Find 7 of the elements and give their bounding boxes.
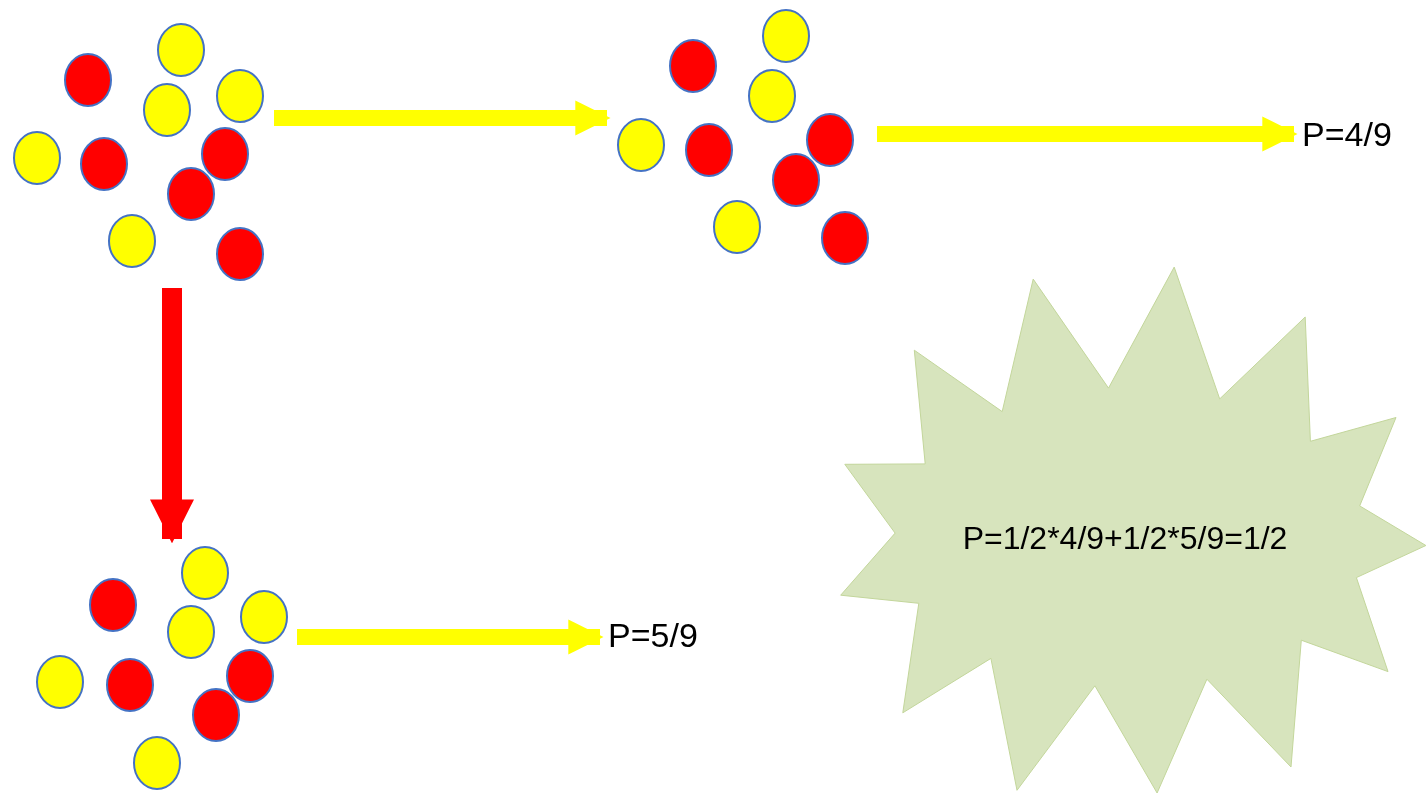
- probability-text: P=1/2*4/9+1/2*5/9=1/2: [962, 519, 1288, 556]
- block-arrow: [274, 100, 611, 136]
- probability-text: P=5/9: [608, 616, 698, 655]
- block-arrow: [877, 116, 1298, 152]
- block-arrow: [297, 619, 604, 655]
- block-arrow: [150, 288, 194, 544]
- probability-text: P=4/9: [1302, 115, 1392, 154]
